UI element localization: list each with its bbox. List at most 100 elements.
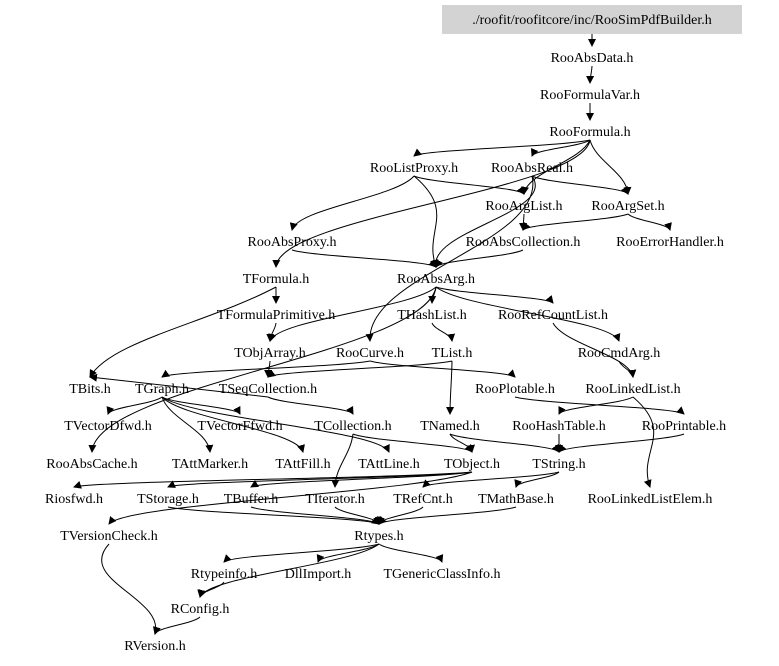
edge-tlist-to-tseqcollection bbox=[267, 360, 453, 378]
node-trefcnt[interactable]: TRefCnt.h bbox=[393, 492, 453, 507]
node-label: TVersionCheck.h bbox=[60, 529, 158, 544]
node-rooabsreal[interactable]: RooAbsReal.h bbox=[491, 161, 573, 176]
edge-rtypes-to-rtypeinfo bbox=[223, 543, 380, 563]
edge-roocmdarg-to-roolinkedlist bbox=[618, 360, 637, 378]
node-roolistproxy[interactable]: RooListProxy.h bbox=[370, 161, 458, 176]
node-tattmarker[interactable]: TAttMarker.h bbox=[172, 457, 248, 472]
edge-tstring-to-trefcnt bbox=[422, 471, 560, 488]
node-label: TIterator.h bbox=[305, 492, 364, 507]
node-rtypes[interactable]: Rtypes.h bbox=[354, 529, 403, 544]
node-tobject[interactable]: TObject.h bbox=[444, 457, 500, 472]
node-label: Riosfwd.h bbox=[45, 492, 103, 507]
root-node-highlight bbox=[442, 5, 742, 34]
node-tgenericclassinfo[interactable]: TGenericClassInfo.h bbox=[383, 567, 500, 582]
edge-rooabsdata-to-rooformulavar bbox=[586, 65, 595, 84]
edge-roolistproxy-to-rooabsarg bbox=[413, 175, 438, 268]
node-rooabsdata[interactable]: RooAbsData.h bbox=[551, 51, 634, 66]
node-label: TSeqCollection.h bbox=[219, 382, 317, 397]
node-tattline[interactable]: TAttLine.h bbox=[358, 457, 419, 472]
node-tbuffer[interactable]: TBuffer.h bbox=[224, 492, 279, 507]
edge-tformula-to-tbits bbox=[89, 286, 277, 378]
node-tvectordfwd[interactable]: TVectorDfwd.h bbox=[64, 419, 151, 434]
node-roocmdarg[interactable]: RooCmdArg.h bbox=[578, 346, 661, 361]
node-rooformulavar[interactable]: RooFormulaVar.h bbox=[540, 88, 640, 103]
node-tattfill[interactable]: TAttFill.h bbox=[275, 457, 330, 472]
edge-rooabscollection-to-rooabsarg bbox=[435, 249, 524, 268]
nodes-layer: ./roofit/roofitcore/inc/RooSimPdfBuilder… bbox=[45, 5, 742, 654]
node-tstring[interactable]: TString.h bbox=[532, 457, 585, 472]
node-tstorage[interactable]: TStorage.h bbox=[137, 492, 199, 507]
node-label: TNamed.h bbox=[420, 419, 479, 434]
node-roocurve[interactable]: RooCurve.h bbox=[336, 346, 404, 361]
node-tversioncheck[interactable]: TVersionCheck.h bbox=[60, 529, 158, 544]
node-tformula[interactable]: TFormula.h bbox=[243, 272, 310, 287]
node-roolinkedlist[interactable]: RooLinkedList.h bbox=[585, 382, 680, 397]
edge-rooabsarg-to-tobjarray bbox=[268, 286, 437, 342]
node-label: Rtypes.h bbox=[354, 529, 403, 544]
edge-roocurve-to-tgraph bbox=[161, 360, 371, 378]
edge-roolistproxy-to-rooabsproxy bbox=[289, 175, 415, 231]
node-thashlist[interactable]: THashList.h bbox=[397, 308, 467, 323]
node-label: TObject.h bbox=[444, 457, 500, 472]
node-rooabsarg[interactable]: RooAbsArg.h bbox=[397, 272, 475, 287]
node-tgraph[interactable]: TGraph.h bbox=[135, 382, 189, 397]
node-rtypeinfo[interactable]: Rtypeinfo.h bbox=[191, 567, 258, 582]
node-rooargset[interactable]: RooArgSet.h bbox=[591, 199, 664, 214]
edge-rooabsreal-to-roocurve bbox=[365, 175, 534, 342]
node-label: TAttMarker.h bbox=[172, 457, 248, 472]
node-rooabsproxy[interactable]: RooAbsProxy.h bbox=[248, 235, 337, 250]
node-label: RooAbsCollection.h bbox=[466, 235, 581, 250]
node-rooprintable[interactable]: RooPrintable.h bbox=[642, 419, 726, 434]
edge-roolinkedlist-to-roohashtable bbox=[558, 396, 634, 415]
node-rooplotable[interactable]: RooPlotable.h bbox=[475, 382, 555, 397]
node-label: RooErrorHandler.h bbox=[616, 235, 724, 250]
node-label: TAttFill.h bbox=[275, 457, 330, 472]
edge-tseqcollection-to-tbits bbox=[89, 373, 269, 398]
node-tvectorffwd[interactable]: TVectorFfwd.h bbox=[197, 419, 282, 434]
node-tnamed[interactable]: TNamed.h bbox=[420, 419, 479, 434]
node-tbits[interactable]: TBits.h bbox=[69, 382, 111, 397]
node-tcollection[interactable]: TCollection.h bbox=[314, 419, 391, 434]
node-rooerrorhandler[interactable]: RooErrorHandler.h bbox=[616, 235, 724, 250]
node-rversion[interactable]: RVersion.h bbox=[124, 639, 186, 654]
edge-tstring-to-tmathbase bbox=[514, 471, 560, 488]
node-label: TCollection.h bbox=[314, 419, 391, 434]
edge-rooformula-to-rooarglist bbox=[521, 139, 591, 195]
node-tobjarray[interactable]: TObjArray.h bbox=[234, 346, 306, 361]
node-rooabscache[interactable]: RooAbsCache.h bbox=[46, 457, 137, 472]
node-label: TVectorDfwd.h bbox=[64, 419, 151, 434]
node-label: TList.h bbox=[432, 346, 473, 361]
edge-rooformula-to-roolistproxy bbox=[413, 139, 591, 157]
node-label: RooHashTable.h bbox=[512, 419, 606, 434]
node-label: Rtypeinfo.h bbox=[191, 567, 258, 582]
node-tmathbase[interactable]: TMathBase.h bbox=[478, 492, 554, 507]
node-tseqcollection[interactable]: TSeqCollection.h bbox=[219, 382, 317, 397]
edge-rooabsreal-to-rooargset bbox=[531, 175, 629, 195]
edge-tstorage-to-rtypes bbox=[167, 506, 380, 525]
node-label: RooPrintable.h bbox=[642, 419, 726, 434]
node-root[interactable]: ./roofit/roofitcore/inc/RooSimPdfBuilder… bbox=[442, 5, 742, 34]
node-tformulaprimitive[interactable]: TFormulaPrimitive.h bbox=[217, 308, 336, 323]
node-label: RConfig.h bbox=[171, 602, 230, 617]
edge-tmathbase-to-rtypes bbox=[378, 506, 517, 525]
node-label: RooListProxy.h bbox=[370, 161, 458, 176]
edge-rooarglist-to-rooabscollection bbox=[519, 213, 528, 231]
node-riosfwd[interactable]: Riosfwd.h bbox=[45, 492, 103, 507]
node-tlist[interactable]: TList.h bbox=[432, 346, 473, 361]
node-dllimport[interactable]: DllImport.h bbox=[285, 567, 352, 582]
edge-rooprintable-to-tstring bbox=[558, 433, 685, 453]
node-roorefcountlist[interactable]: RooRefCountList.h bbox=[498, 308, 608, 323]
node-label: RooAbsData.h bbox=[551, 51, 634, 66]
node-rconfig[interactable]: RConfig.h bbox=[171, 602, 230, 617]
edge-roolistproxy-to-rooarglist bbox=[413, 175, 525, 195]
edge-tobject-to-tbuffer bbox=[250, 471, 473, 488]
node-label: TVectorFfwd.h bbox=[197, 419, 282, 434]
node-rooabscollection[interactable]: RooAbsCollection.h bbox=[466, 235, 581, 250]
node-rooarglist[interactable]: RooArgList.h bbox=[485, 199, 562, 214]
node-titerator[interactable]: TIterator.h bbox=[305, 492, 364, 507]
edge-rtypes-to-dllimport bbox=[316, 543, 380, 563]
node-roohashtable[interactable]: RooHashTable.h bbox=[512, 419, 606, 434]
node-label: RooFormula.h bbox=[549, 125, 630, 140]
node-roolinkedlistelem[interactable]: RooLinkedListElem.h bbox=[588, 492, 713, 507]
node-rooformula[interactable]: RooFormula.h bbox=[549, 125, 630, 140]
